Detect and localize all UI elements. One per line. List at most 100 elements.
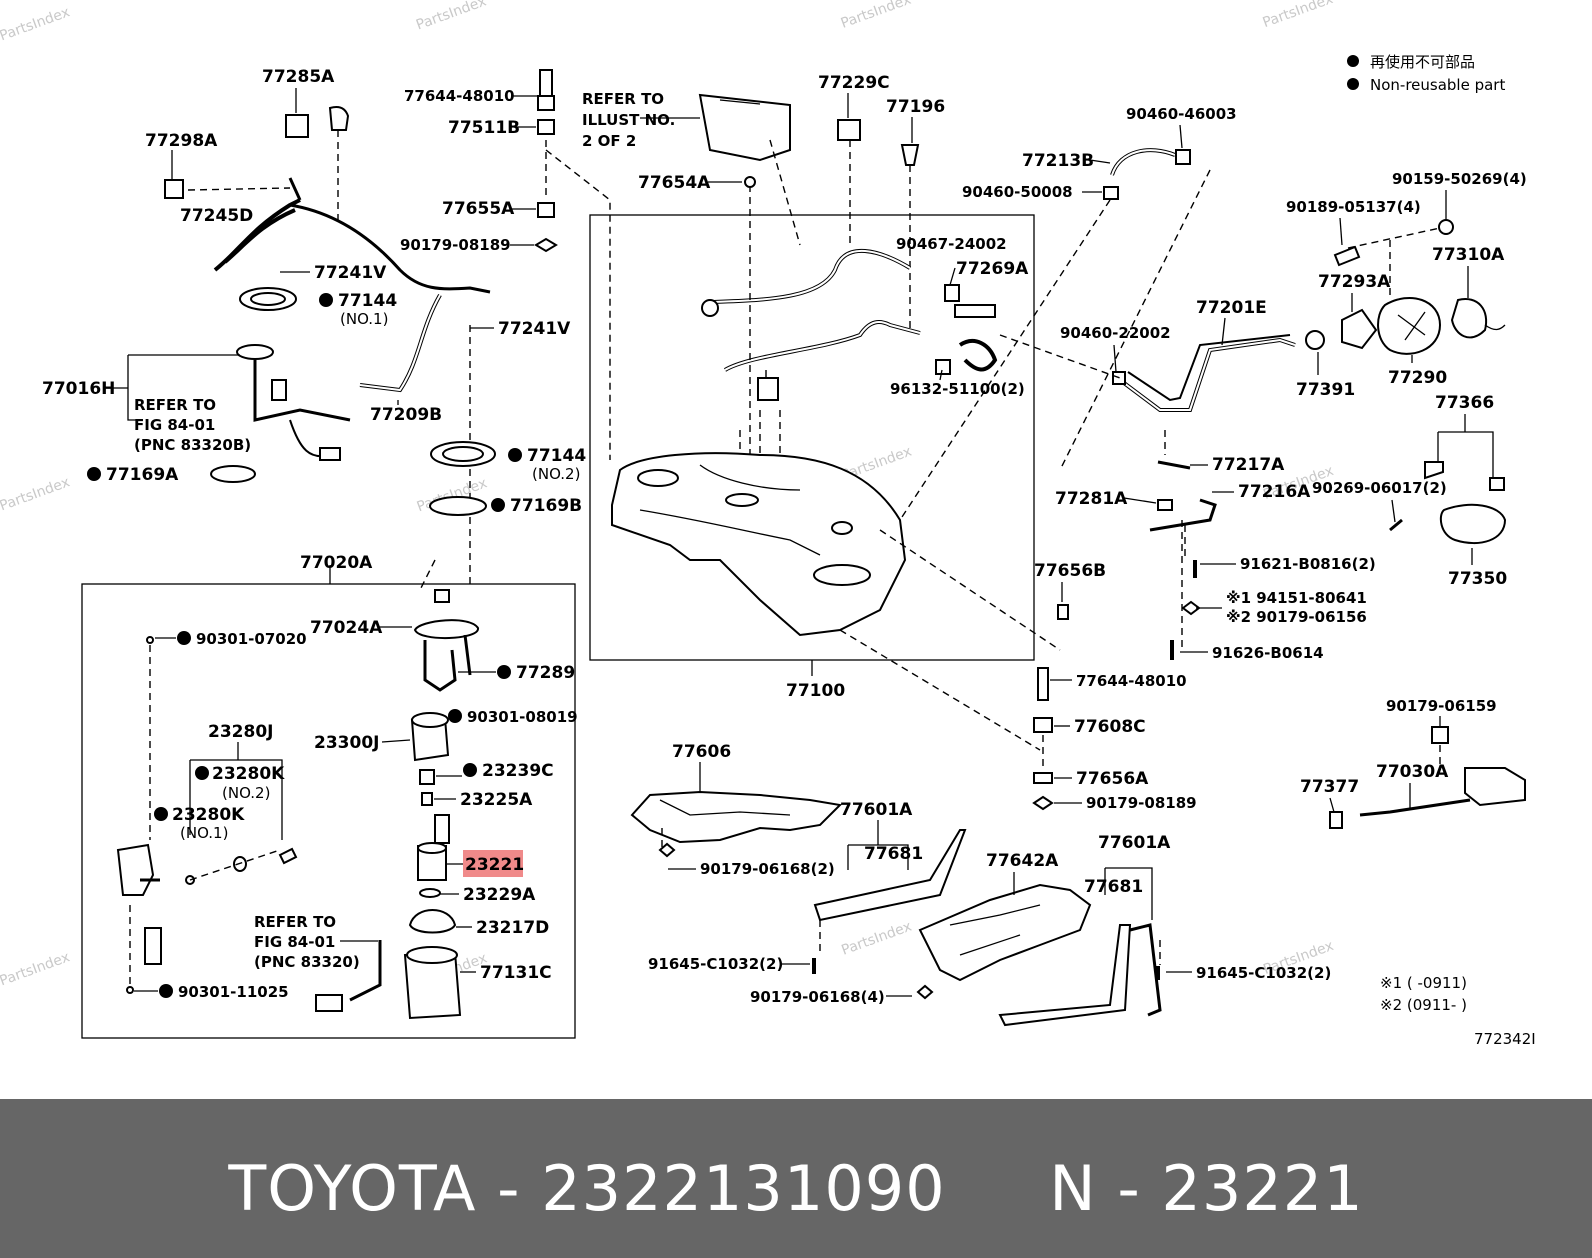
label-77601A-a[interactable]: 77601A xyxy=(840,800,913,820)
label-77377[interactable]: 77377 xyxy=(1300,777,1359,797)
label-90301-08019[interactable]: 90301-08019 xyxy=(467,708,578,726)
label-77656A[interactable]: 77656A xyxy=(1076,769,1149,789)
vent-hose-part xyxy=(724,321,921,371)
label-90460-22002[interactable]: 90460-22002 xyxy=(1060,324,1171,342)
label-96132-51100[interactable]: 96132-51100(2) xyxy=(890,380,1025,398)
label-77169B[interactable]: 77169B xyxy=(510,496,582,516)
label-77024A[interactable]: 77024A xyxy=(310,618,383,638)
label-90301-11025[interactable]: 90301-11025 xyxy=(178,983,289,1001)
label-77269A[interactable]: 77269A xyxy=(956,259,1029,279)
vent-hose-part xyxy=(711,249,911,303)
label-90179-06159[interactable]: 90179-06159 xyxy=(1386,697,1497,715)
label-77310A[interactable]: 77310A xyxy=(1432,245,1505,265)
clip-part xyxy=(900,144,920,166)
label-77020A[interactable]: 77020A xyxy=(300,553,373,573)
label-23225A[interactable]: 23225A xyxy=(460,790,533,810)
label-91621-B0816[interactable]: 91621-B0816(2) xyxy=(1240,555,1376,573)
label-77391[interactable]: 77391 xyxy=(1296,380,1355,400)
label-77241V-a[interactable]: 77241V xyxy=(314,263,387,283)
leader-line xyxy=(381,739,411,743)
leader-bracket xyxy=(127,355,141,421)
label-77281A[interactable]: 77281A xyxy=(1055,489,1128,509)
label-23217D[interactable]: 23217D xyxy=(476,918,549,938)
label-77681-a[interactable]: 77681 xyxy=(864,844,923,864)
nut-part xyxy=(534,237,558,253)
label-77144-no2[interactable]: 77144 xyxy=(527,446,586,466)
label-91626-B0614[interactable]: 91626-B0614 xyxy=(1212,644,1324,662)
label-23221[interactable]: 23221 xyxy=(465,855,524,875)
label-77644-48010-a[interactable]: 77644-48010 xyxy=(404,87,515,105)
label-77601A-b[interactable]: 77601A xyxy=(1098,833,1171,853)
label-23280K-no2[interactable]: 23280K xyxy=(212,764,285,784)
label-91645-C1032-b[interactable]: 91645-C1032(2) xyxy=(1196,964,1331,982)
fuel-hose-part xyxy=(223,208,296,264)
label-77016H[interactable]: 77016H xyxy=(42,379,115,399)
label-90159-50269[interactable]: 90159-50269(4) xyxy=(1392,170,1527,188)
pressure-regulator-part xyxy=(144,927,162,965)
label-77209B[interactable]: 77209B xyxy=(370,405,442,425)
label-90179-08189-a[interactable]: 90179-08189 xyxy=(400,236,511,254)
label-77289[interactable]: 77289 xyxy=(516,663,575,683)
label-77217A[interactable]: 77217A xyxy=(1212,455,1285,475)
insulator-ridge xyxy=(949,904,1041,956)
heat-insulator-part xyxy=(918,883,1092,982)
label-77644-48010-b[interactable]: 77644-48010 xyxy=(1076,672,1187,690)
label-77169A[interactable]: 77169A xyxy=(106,465,179,485)
label-90189-05137[interactable]: 90189-05137(4) xyxy=(1286,198,1421,216)
label-77608C[interactable]: 77608C xyxy=(1074,717,1146,737)
label-77681-b[interactable]: 77681 xyxy=(1084,877,1143,897)
label-23280K-no1[interactable]: 23280K xyxy=(172,805,245,825)
label-77216A[interactable]: 77216A xyxy=(1238,482,1311,502)
label-90179-06168-2[interactable]: 90179-06168(2) xyxy=(700,860,835,878)
label-77131C[interactable]: 77131C xyxy=(480,963,552,983)
label-23280J[interactable]: 23280J xyxy=(208,722,273,742)
label-90269-06017[interactable]: 90269-06017(2) xyxy=(1312,479,1447,497)
label-90460-50008[interactable]: 90460-50008 xyxy=(962,183,1073,201)
label-77654A[interactable]: 77654A xyxy=(638,173,711,193)
fuel-suction-plate-part xyxy=(413,619,479,639)
label-77290[interactable]: 77290 xyxy=(1388,368,1447,388)
leader-dashed xyxy=(419,559,436,591)
leader-line xyxy=(1123,497,1157,504)
fuel-pump-top xyxy=(417,842,447,854)
label-90460-46003[interactable]: 90460-46003 xyxy=(1126,105,1237,123)
label-23229A[interactable]: 23229A xyxy=(463,885,536,905)
sender-gauge-part xyxy=(236,344,274,360)
wire-harness-part xyxy=(434,814,450,844)
label-77196[interactable]: 77196 xyxy=(886,97,945,117)
label-94151-80641[interactable]: ※1 94151-80641 xyxy=(1226,589,1367,607)
label-77229C[interactable]: 77229C xyxy=(818,73,890,93)
label-77285A[interactable]: 77285A xyxy=(262,67,335,87)
label-77656B[interactable]: 77656B xyxy=(1034,561,1106,581)
label-77100[interactable]: 77100 xyxy=(786,681,845,701)
label-23239C[interactable]: 23239C xyxy=(482,761,554,781)
label-77350[interactable]: 77350 xyxy=(1448,569,1507,589)
clamp-part xyxy=(837,119,861,141)
label-90179-06156[interactable]: ※2 90179-06156 xyxy=(1226,608,1367,626)
label-90467-24002[interactable]: 90467-24002 xyxy=(896,235,1007,253)
label-77201E[interactable]: 77201E xyxy=(1196,298,1267,318)
label-77241V-b[interactable]: 77241V xyxy=(498,319,571,339)
footer-brand: TOYOTA xyxy=(228,1152,477,1225)
label-23300J[interactable]: 23300J xyxy=(314,733,379,753)
leader-dashed xyxy=(999,334,1121,379)
label-77293A[interactable]: 77293A xyxy=(1318,272,1391,292)
label-77213B[interactable]: 77213B xyxy=(1022,151,1094,171)
label-23280K-no2-sub: (NO.2) xyxy=(222,784,270,802)
label-77655A[interactable]: 77655A xyxy=(442,199,515,219)
ref-illust-line2: ILLUST NO. xyxy=(582,111,675,129)
label-77366[interactable]: 77366 xyxy=(1435,393,1494,413)
label-77511B[interactable]: 77511B xyxy=(448,118,520,138)
label-77298A[interactable]: 77298A xyxy=(145,131,218,151)
cushion-part xyxy=(1057,604,1069,620)
label-90301-07020[interactable]: 90301-07020 xyxy=(196,630,307,648)
label-77144-no1[interactable]: 77144 xyxy=(338,291,397,311)
label-90179-08189-b[interactable]: 90179-08189 xyxy=(1086,794,1197,812)
label-77030A[interactable]: 77030A xyxy=(1376,762,1449,782)
label-77245D[interactable]: 77245D xyxy=(180,206,253,226)
tank-ridge xyxy=(699,464,801,491)
label-91645-C1032-a[interactable]: 91645-C1032(2) xyxy=(648,955,783,973)
label-77642A[interactable]: 77642A xyxy=(986,851,1059,871)
label-90179-06168-4[interactable]: 90179-06168(4) xyxy=(750,988,885,1006)
label-77606[interactable]: 77606 xyxy=(672,742,731,762)
